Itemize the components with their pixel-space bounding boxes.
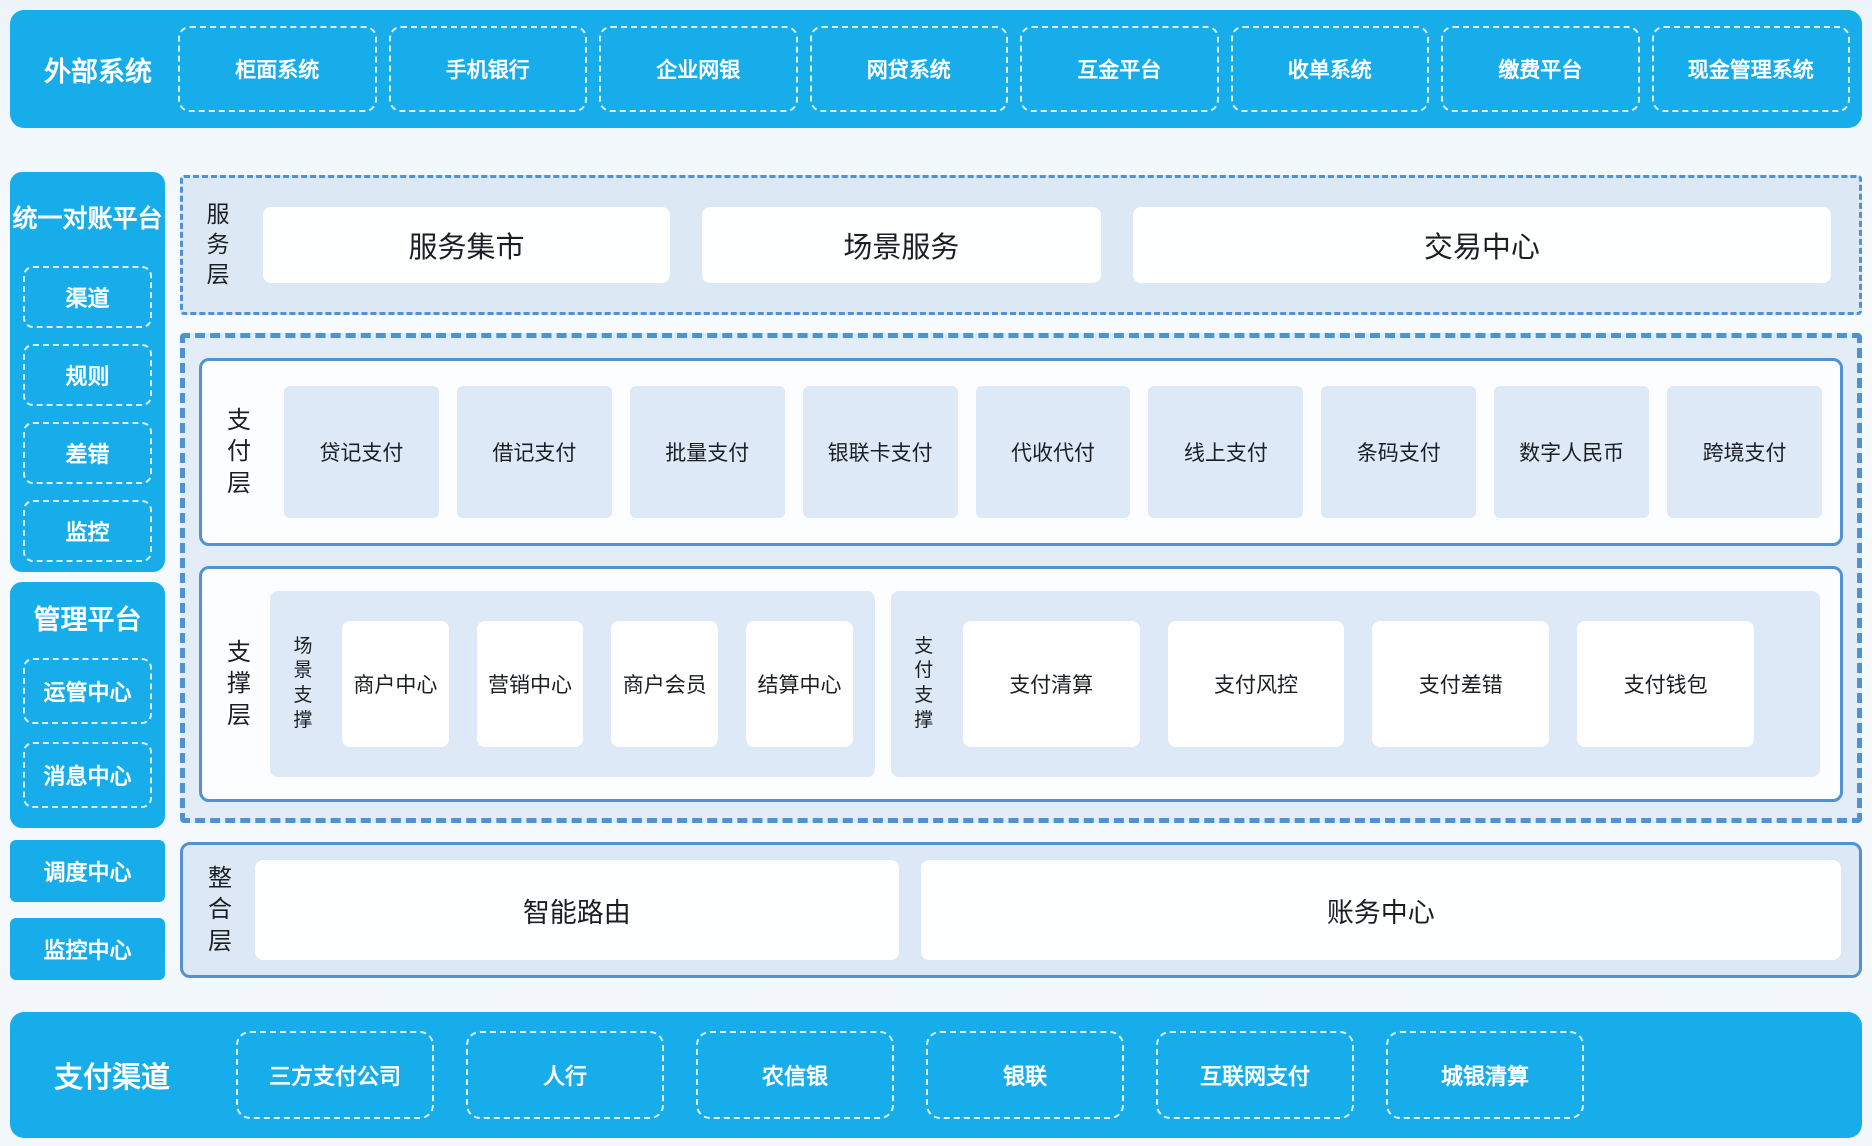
node-third-party-payment-company: 三方支付公司	[236, 1031, 435, 1119]
node-payment-wallet: 支付钱包	[1577, 621, 1754, 747]
node-message-center: 消息中心	[23, 742, 152, 808]
node-cross-border-pay: 跨境支付	[1667, 386, 1823, 518]
node-payment-clearing: 支付清算	[962, 621, 1140, 747]
node-credit-pay: 贷记支付	[284, 386, 439, 518]
node-debit-pay: 借记支付	[456, 386, 612, 518]
node-city-bank-clearing: 城银清算	[1386, 1031, 1585, 1119]
payment-support-label: 支付支撑	[914, 635, 934, 731]
node-batch-pay: 批量支付	[629, 386, 785, 518]
payment-support-group: 支付支撑 支付清算 支付风控 支付差错 支付钱包	[890, 591, 1820, 777]
node-rural-credit-bank: 农信银	[696, 1031, 895, 1119]
node-rule: 规则	[23, 344, 152, 406]
node-payment-error: 支付差错	[1372, 621, 1550, 747]
node-merchant-center: 商户中心	[342, 621, 449, 747]
node-mobile-banking: 手机银行	[388, 26, 587, 112]
node-corporate-ebank: 企业网银	[599, 26, 798, 112]
support-layer-section: 支撑层 场景支撑 商户中心 营销中心 商户会员 结算中心 支付支撑 支付清算 支…	[199, 566, 1843, 802]
management-platform-panel: 管理平台 运管中心 消息中心	[10, 582, 165, 828]
payment-layer-label: 支付层	[227, 407, 251, 497]
scenario-support-label: 场景支撑	[293, 635, 313, 731]
node-dispatch-center: 调度中心	[10, 840, 165, 902]
node-unionpay-card-pay: 银联卡支付	[802, 386, 958, 518]
integration-layer-section: 整合层 智能路由 账务中心	[180, 842, 1862, 978]
external-systems-label: 外部系统	[44, 56, 152, 87]
node-merchant-member: 商户会员	[611, 621, 719, 747]
node-error: 差错	[23, 422, 152, 484]
node-monitor: 监控	[23, 500, 152, 562]
node-service-market: 服务集市	[263, 207, 670, 283]
reconciliation-platform-panel: 统一对账平台 渠道 规则 差错 监控	[10, 172, 165, 572]
node-trade-center: 交易中心	[1132, 207, 1831, 283]
service-layer-label: 服务层	[206, 201, 230, 287]
support-layer-label: 支撑层	[227, 639, 251, 729]
node-smart-routing: 智能路由	[255, 860, 899, 960]
reconciliation-platform-title: 统一对账平台	[12, 205, 163, 233]
management-platform-title: 管理平台	[33, 605, 142, 635]
node-cash-management-system: 现金管理系统	[1651, 26, 1850, 112]
node-internet-finance-platform: 互金平台	[1020, 26, 1219, 112]
node-scenario-service: 场景服务	[701, 207, 1101, 283]
node-channel: 渠道	[23, 266, 152, 328]
node-pboc: 人行	[466, 1031, 665, 1119]
core-layers-container: 支付层 贷记支付 借记支付 批量支付 银联卡支付 代收代付 线上支付 条码支付 …	[180, 333, 1862, 823]
node-monitor-center: 监控中心	[10, 918, 165, 980]
service-layer-section: 服务层 服务集市 场景服务 交易中心	[180, 175, 1862, 315]
scenario-support-group: 场景支撑 商户中心 营销中心 商户会员 结算中心	[270, 591, 875, 777]
external-systems-bar: 外部系统 柜面系统 手机银行 企业网银 网贷系统 互金平台 收单系统 缴费平台 …	[10, 10, 1862, 128]
node-settlement-center: 结算中心	[746, 621, 853, 747]
external-systems-items: 柜面系统 手机银行 企业网银 网贷系统 互金平台 收单系统 缴费平台 现金管理系…	[178, 26, 1850, 112]
node-accounting-center: 账务中心	[920, 860, 1841, 960]
node-marketing-center: 营销中心	[476, 621, 584, 747]
node-digital-rmb: 数字人民币	[1494, 386, 1650, 518]
node-online-loan-system: 网贷系统	[809, 26, 1008, 112]
node-payment-risk-control: 支付风控	[1167, 621, 1345, 747]
node-online-pay: 线上支付	[1148, 386, 1304, 518]
node-barcode-pay: 条码支付	[1321, 386, 1477, 518]
integration-layer-label: 整合层	[208, 865, 232, 955]
node-acquiring-system: 收单系统	[1230, 26, 1429, 112]
node-counter-system: 柜面系统	[178, 26, 377, 112]
payment-layer-section: 支付层 贷记支付 借记支付 批量支付 银联卡支付 代收代付 线上支付 条码支付 …	[199, 358, 1843, 546]
node-internet-payment: 互联网支付	[1156, 1031, 1355, 1119]
node-collection-payment: 代收代付	[975, 386, 1131, 518]
node-unionpay: 银联	[926, 1031, 1125, 1119]
payment-channels-bar: 支付渠道 三方支付公司 人行 农信银 银联 互联网支付 城银清算	[10, 1012, 1862, 1138]
payment-channels-items: 三方支付公司 人行 农信银 银联 互联网支付 城银清算	[236, 1031, 1585, 1119]
payment-channels-label: 支付渠道	[54, 1062, 171, 1094]
node-fee-payment-platform: 缴费平台	[1441, 26, 1640, 112]
node-ops-center: 运管中心	[23, 658, 152, 724]
